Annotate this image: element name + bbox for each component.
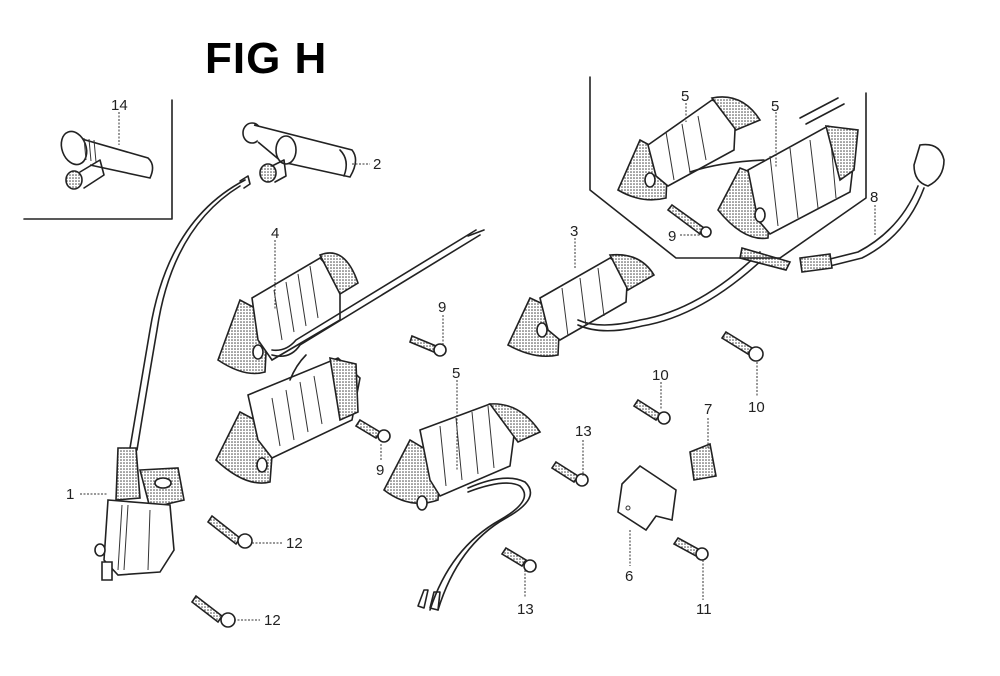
- callout-3: 3: [570, 223, 578, 240]
- bolt-10-center[interactable]: [632, 398, 671, 425]
- figure-title: FIG H: [205, 34, 328, 83]
- part-2-plug-cap[interactable]: [242, 122, 357, 183]
- part-5-inset-coil-b[interactable]: [717, 97, 859, 240]
- part-1-ignition-coil[interactable]: [94, 447, 185, 581]
- part-6-bracket[interactable]: [617, 464, 677, 532]
- bolt-10-right[interactable]: [720, 330, 764, 362]
- callout-6: 6: [625, 568, 633, 585]
- part-4-exciter-coil[interactable]: [217, 229, 485, 375]
- part-3-charge-coil[interactable]: [506, 246, 792, 358]
- bolt-11[interactable]: [672, 536, 709, 561]
- callout-10-center: 10: [652, 367, 669, 384]
- bolt-12-upper[interactable]: [206, 514, 253, 549]
- bolt-12-lower[interactable]: [190, 594, 236, 628]
- bolt-9-inset[interactable]: [666, 203, 712, 238]
- callout-7: 7: [704, 401, 712, 418]
- callout-1: 1: [66, 486, 74, 503]
- inset-frame-14: [23, 99, 173, 220]
- part-14-plug-cap[interactable]: [57, 128, 154, 190]
- part-7-grommet[interactable]: [689, 442, 717, 481]
- callout-4: 4: [271, 225, 279, 242]
- callout-9-upper: 9: [438, 299, 446, 316]
- callout-11: 11: [696, 601, 712, 618]
- callout-5-inset-b: 5: [771, 98, 779, 115]
- callout-5-center: 5: [452, 365, 460, 382]
- callout-2: 2: [373, 156, 381, 173]
- callout-9-lower: 9: [376, 462, 384, 479]
- callout-12-upper: 12: [286, 535, 303, 552]
- callout-5-inset-a: 5: [681, 88, 689, 105]
- callout-labels: 14 2 4 5 5 3 8 9 9 9 5 10 10 7 13 13 6 1…: [66, 88, 878, 629]
- leader-lines: [80, 103, 876, 621]
- high-tension-cable: [129, 175, 251, 451]
- bolt-9-lower[interactable]: [354, 418, 391, 443]
- part-8-wire-lead[interactable]: [799, 143, 945, 273]
- callout-14: 14: [111, 97, 128, 114]
- callout-9-inset: 9: [668, 228, 676, 245]
- callout-8: 8: [870, 189, 878, 206]
- part-coil-lower-left[interactable]: [215, 354, 361, 484]
- bolt-13-upper[interactable]: [550, 460, 589, 487]
- inset-frame-5: [589, 76, 867, 259]
- part-5-charge-coil[interactable]: [382, 403, 542, 611]
- callout-13-lower: 13: [517, 601, 534, 618]
- bolt-9-upper[interactable]: [409, 334, 447, 357]
- callout-12-lower: 12: [264, 612, 281, 629]
- part-5-inset-coil-a[interactable]: [616, 96, 765, 201]
- bolt-13-lower[interactable]: [500, 546, 537, 573]
- callout-13-upper: 13: [575, 423, 592, 440]
- callout-10-right: 10: [748, 399, 765, 416]
